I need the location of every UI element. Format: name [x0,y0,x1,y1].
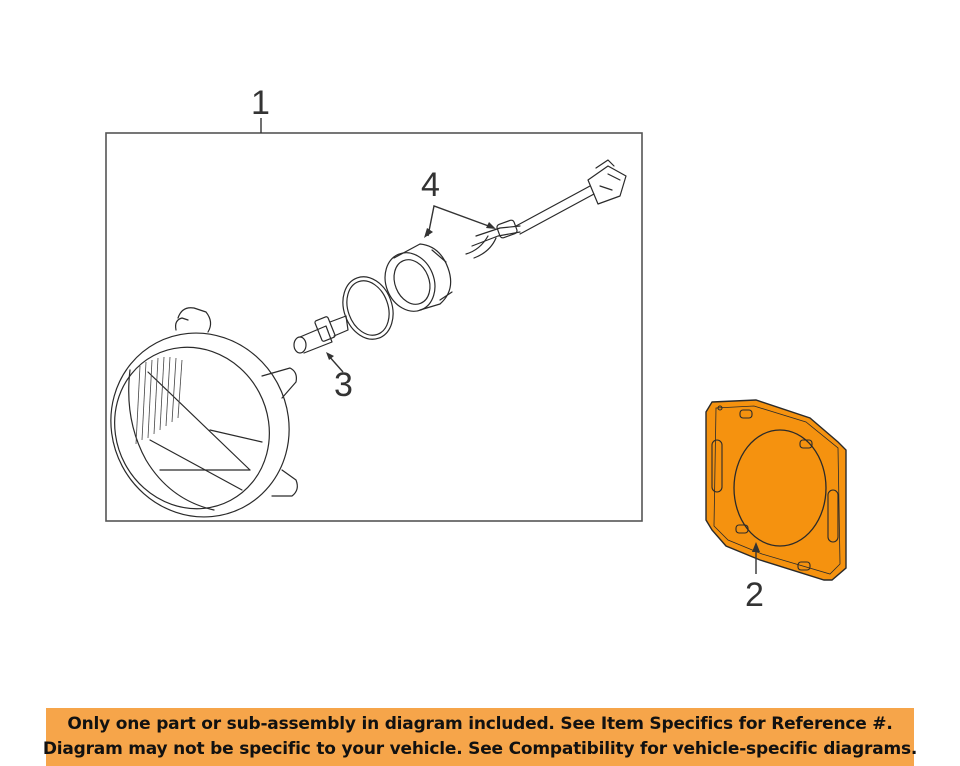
callout-arrow-2 [752,542,760,552]
disclaimer-line-1: Only one part or sub-assembly in diagram… [67,714,893,734]
assembly-frame [105,132,643,522]
gasket-bezel-highlighted [705,399,847,581]
callout-1: 1 [251,84,270,122]
wire-connector [587,159,627,205]
callout-4: 4 [421,166,440,204]
callout-2: 2 [745,576,764,614]
fog-lamp-housing [110,307,298,518]
disclaimer-banner: Only one part or sub-assembly in diagram… [42,708,918,766]
bulb [293,315,349,354]
disclaimer-line-2: Diagram may not be specific to your vehi… [42,739,918,759]
callout-leader-4 [427,205,495,237]
callout-arrow-4a [424,228,433,238]
wire-harness [465,159,627,259]
callout-3: 3 [334,366,353,404]
callout-arrow-4b [486,222,496,229]
o-ring [342,276,394,340]
socket [384,243,453,312]
callout-arrow-3 [326,352,334,360]
